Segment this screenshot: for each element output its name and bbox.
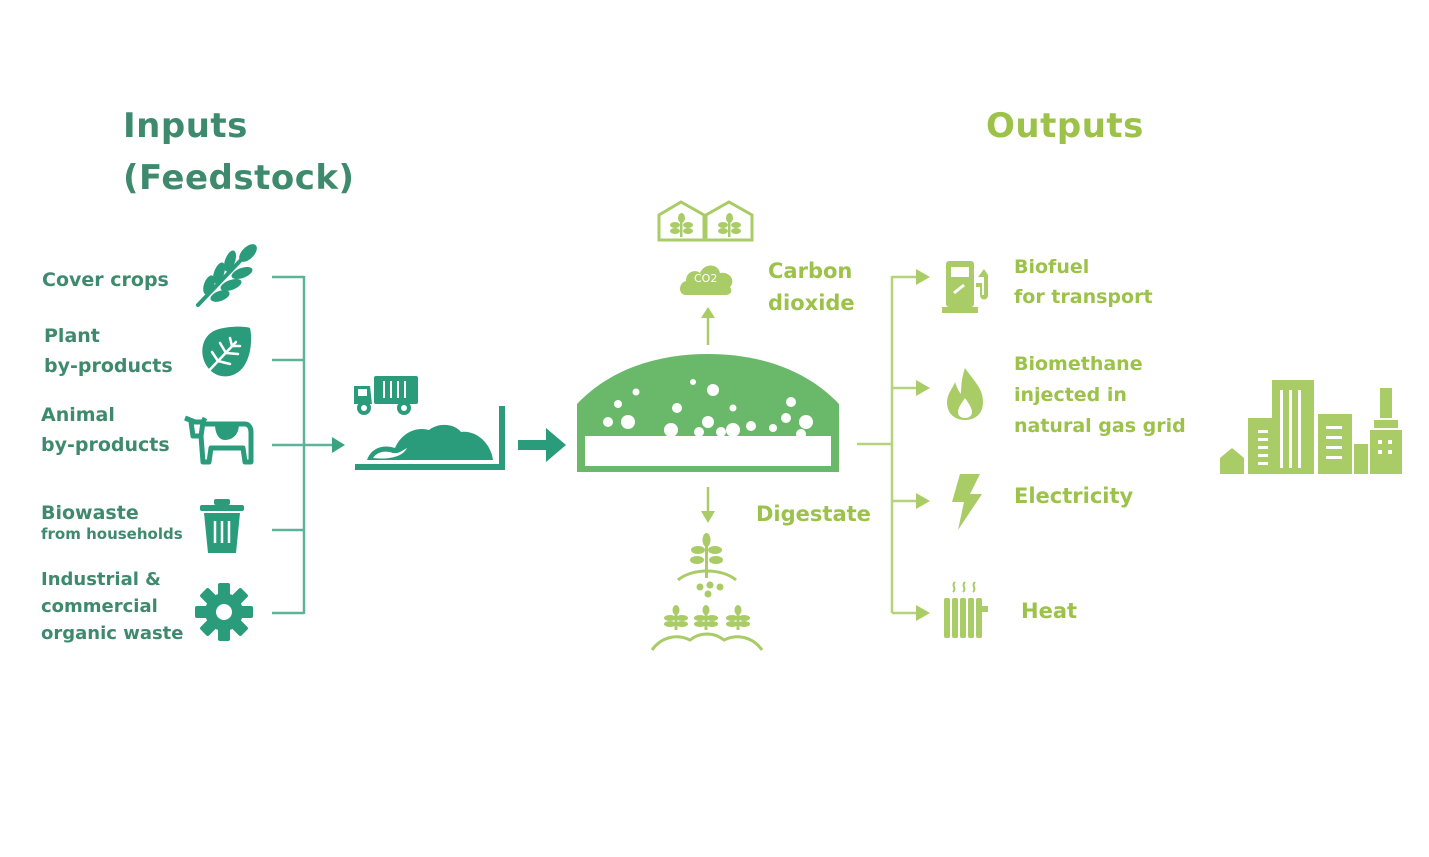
- inputs-bracket: [272, 275, 335, 615]
- crops-fertilizer-icon: [650, 533, 764, 651]
- input-label-line2: commercial: [41, 596, 158, 617]
- input-item-animal-byproducts: Animal by-products: [41, 400, 170, 460]
- co2-label: CO2: [694, 272, 718, 285]
- input-label-line2: by-products: [41, 434, 170, 456]
- output-label-line2: for transport: [1014, 286, 1153, 308]
- digestate-down-arrow: [701, 487, 715, 523]
- output-label-line2: injected in: [1014, 384, 1127, 406]
- outputs-arrow-heads: [916, 269, 930, 621]
- digestate-label: Digestate: [756, 502, 871, 526]
- output-label: Biomethane: [1014, 353, 1143, 375]
- input-item-industrial-waste: Industrial & commercial organic waste: [41, 566, 184, 647]
- input-item-cover-crops: Cover crops: [42, 265, 169, 295]
- radiator-icon: [944, 581, 988, 638]
- carbon-dioxide-label: Carbon dioxide: [768, 255, 855, 319]
- feed-arrow: [518, 428, 566, 462]
- input-label: Plant: [44, 325, 100, 347]
- output-item-electricity: Electricity: [1014, 484, 1134, 508]
- gear-icon: [195, 583, 253, 641]
- carbon-label-line2: dioxide: [768, 291, 855, 315]
- city-icon: [1220, 380, 1402, 474]
- output-item-biomethane: Biomethane injected in natural gas grid: [1014, 349, 1186, 442]
- output-label: Biofuel: [1014, 256, 1090, 278]
- input-label: Industrial &: [41, 569, 161, 590]
- fuel-pump-icon: [942, 261, 988, 313]
- wheat-icon: [196, 244, 257, 307]
- cow-icon: [184, 415, 254, 465]
- trash-bin-icon: [200, 499, 244, 553]
- anaerobic-digester-icon: [577, 354, 839, 472]
- co2-up-arrow: [701, 307, 715, 345]
- greenhouse-icon: [657, 200, 754, 242]
- co2-cloud-icon: CO2: [678, 259, 736, 299]
- truck-icon: [354, 376, 418, 415]
- input-label-line2: from households: [41, 525, 183, 543]
- inputs-heading-line1: Inputs: [123, 106, 248, 146]
- inputs-arrow-head: [332, 437, 345, 453]
- outputs-heading: Outputs: [986, 106, 1144, 146]
- outputs-bracket: [857, 275, 918, 615]
- inputs-heading-line2: (Feedstock): [123, 158, 355, 198]
- leaf-icon: [200, 326, 252, 380]
- input-label: Biowaste: [41, 502, 139, 524]
- input-item-biowaste: Biowaste from households: [41, 498, 183, 544]
- inputs-heading: Inputs (Feedstock): [123, 100, 355, 204]
- output-item-heat: Heat: [1021, 599, 1078, 623]
- feedstock-pile-icon: [355, 406, 505, 470]
- input-label: Animal: [41, 404, 115, 426]
- input-label-line2: by-products: [44, 355, 173, 377]
- carbon-label-line1: Carbon: [768, 259, 853, 283]
- input-item-plant-byproducts: Plant by-products: [44, 321, 173, 381]
- input-label-line3: organic waste: [41, 623, 184, 644]
- flame-icon: [947, 368, 983, 420]
- input-label: Cover crops: [42, 269, 169, 291]
- output-label-line3: natural gas grid: [1014, 415, 1186, 437]
- output-item-biofuel: Biofuel for transport: [1014, 252, 1153, 312]
- lightning-icon: [952, 474, 982, 530]
